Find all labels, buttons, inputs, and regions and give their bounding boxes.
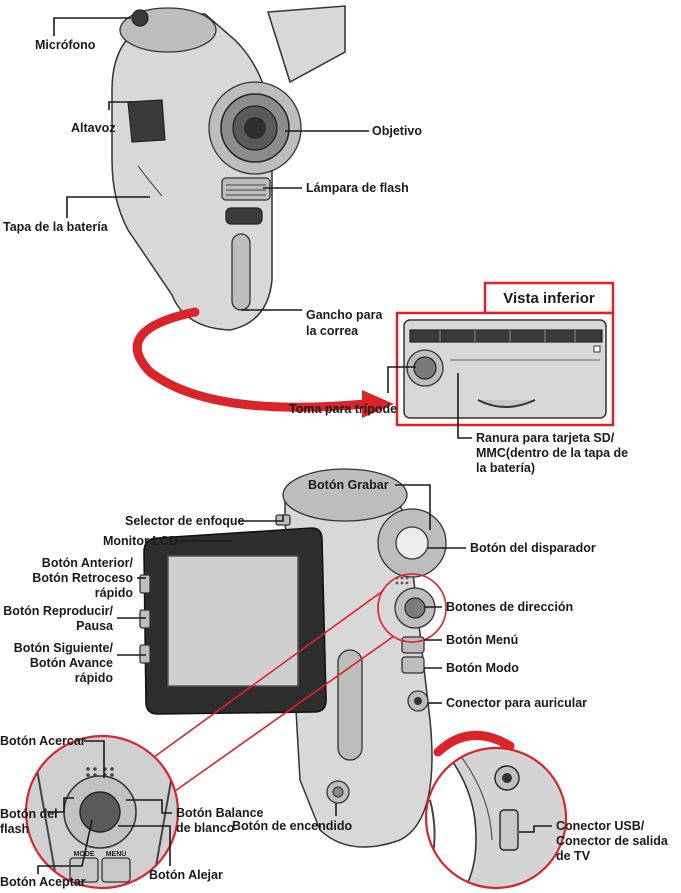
ir-window — [225, 207, 263, 225]
bottom-view-title: Vista inferior — [503, 290, 595, 307]
label-ranura-3: la batería) — [476, 461, 535, 475]
battery-latch — [477, 399, 536, 408]
zoom-menu-button — [101, 857, 131, 883]
label-anterior-2: Botón Retroceso — [32, 571, 133, 585]
strap-hook — [231, 233, 251, 311]
zoom-line-2 — [167, 635, 395, 797]
flash-lamp — [221, 177, 271, 201]
camera-front-illustration — [111, 5, 346, 331]
lcd-monitor — [167, 555, 299, 687]
label-acercar: Botón Acercar — [0, 734, 86, 748]
camera-bottom — [403, 319, 607, 419]
label-reproducir-2: Pausa — [76, 619, 114, 633]
ok-button-small — [404, 597, 426, 619]
label-alejar: Botón Alejar — [149, 868, 223, 882]
label-monitor-lcd: Monitor LCD — [103, 534, 178, 548]
label-toma-tripode: Toma para trípode — [289, 402, 397, 416]
next-button — [139, 644, 151, 664]
label-disparador: Botón del disparador — [470, 541, 596, 555]
label-boton-grabar: Botón Grabar — [308, 478, 389, 492]
label-siguiente-3: rápido — [75, 671, 114, 685]
back-labels-right: Botón del disparador Botones de direcció… — [424, 541, 596, 710]
prev-button — [139, 574, 151, 594]
label-tapa-bateria: Tapa de la batería — [3, 220, 109, 234]
front-labels: Micrófono Altavoz Tapa de la batería Obj… — [3, 17, 422, 338]
bottom-view-title-box — [483, 281, 615, 315]
label-balance-1: Botón Balance — [176, 806, 264, 820]
lens-center — [244, 117, 266, 139]
label-anterior-1: Botón Anterior/ — [42, 556, 134, 570]
label-flash-1: Botón del — [0, 807, 58, 821]
label-selector-enfoque: Selector de enfoque — [125, 514, 245, 528]
label-gancho-1: Gancho para — [306, 308, 383, 322]
play-button — [139, 609, 151, 629]
label-aceptar: Botón Aceptar — [0, 875, 86, 889]
label-lampara-flash: Lámpara de flash — [306, 181, 409, 195]
label-balance-2: de blanco — [176, 821, 235, 835]
label-flash-2: flash — [0, 822, 29, 836]
label-ranura-2: MMC(dentro de la tapa de — [476, 446, 628, 460]
side-slot — [337, 649, 363, 761]
label-microfono: Micrófono — [35, 38, 96, 52]
rotate-arrow-bottom — [433, 730, 515, 757]
label-encendido: Botón de encendido — [232, 819, 353, 833]
dial-menu-text: MENU — [106, 851, 127, 858]
bottom-view-box: Vista inferior — [395, 281, 615, 427]
label-usb-3: de TV — [556, 849, 591, 863]
side-circle-border — [424, 746, 568, 890]
rotate-arrow-top — [132, 307, 370, 412]
top-cylinder-back — [282, 468, 408, 522]
rotate-arrow-top-head — [362, 390, 394, 418]
back-labels-left: Botón Grabar Selector de enfoque Monitor… — [3, 478, 431, 685]
zoom-circle-border — [24, 734, 180, 890]
highlight-circle — [377, 573, 447, 643]
label-gancho-2: la correa — [306, 324, 359, 338]
speaker-grille — [127, 99, 166, 143]
label-altavoz: Altavoz — [71, 121, 115, 135]
label-auricular: Conector para auricular — [446, 696, 587, 710]
label-modo: Botón Modo — [446, 661, 519, 675]
label-usb-2: Conector de salida — [556, 834, 669, 848]
label-direccion: Botones de dirección — [446, 600, 573, 614]
shutter-button — [395, 526, 429, 560]
microphone-grille — [131, 9, 149, 27]
label-reproducir-1: Botón Reproducir/ — [3, 604, 113, 618]
mode-button — [401, 656, 425, 674]
label-ranura-1: Ranura para tarjeta SD/ — [476, 431, 615, 445]
label-usb-1: Conector USB/ — [556, 819, 645, 833]
usb-labels: Conector USB/ Conector de salida de TV — [519, 819, 669, 863]
bottom-labels: Toma para trípode Ranura para tarjeta SD… — [289, 366, 628, 475]
label-menu: Botón Menú — [446, 633, 518, 647]
label-siguiente-2: Botón Avance — [30, 656, 113, 670]
side-detail — [424, 746, 568, 890]
zoom-ok-button — [79, 791, 121, 833]
label-anterior-3: rápido — [95, 586, 134, 600]
tripod-socket — [413, 356, 437, 380]
bottom-strip — [409, 329, 603, 343]
lcd-panel-back — [267, 5, 346, 84]
label-objetivo: Objetivo — [372, 124, 422, 138]
menu-button — [401, 636, 425, 654]
label-siguiente-1: Botón Siguiente/ — [14, 641, 114, 655]
usb-port — [499, 809, 519, 851]
zoom-labels: Botón Acercar Botón del flash Botón Bala… — [0, 734, 264, 889]
zoom-line-1 — [149, 589, 385, 761]
